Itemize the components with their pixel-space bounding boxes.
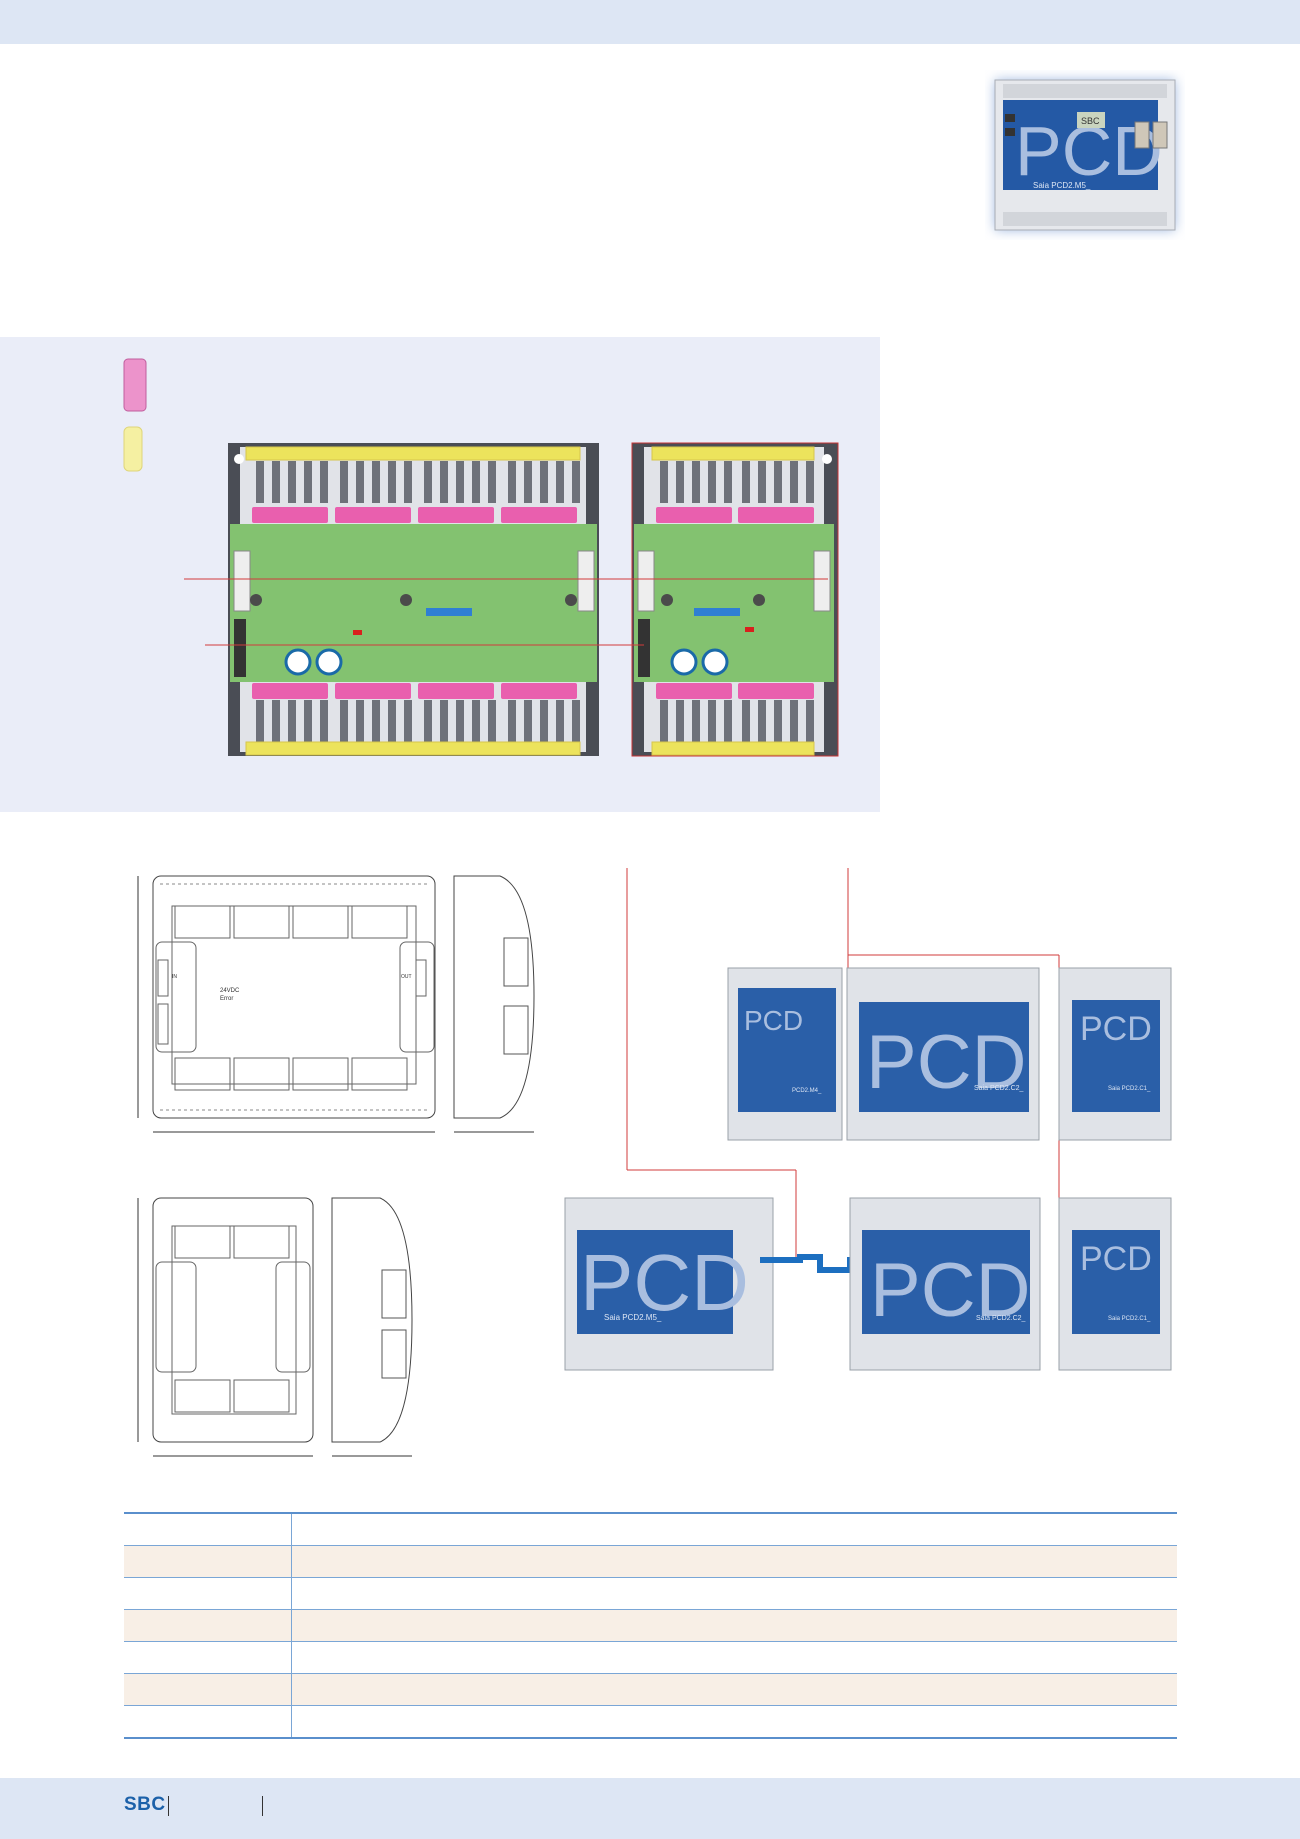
legend-io-module-swatch: [123, 358, 147, 412]
legend-terminal-swatch: [123, 426, 143, 472]
module-bottom-1: PCD Saia PCD2.C2_: [849, 1197, 1041, 1371]
module-bottom-0: PCD Saia PCD2.M5_: [564, 1197, 774, 1371]
table-row: [124, 1610, 1177, 1642]
module-bottom-0-label: Saia PCD2.M5_: [604, 1313, 662, 1322]
io-slot-2: [418, 507, 494, 523]
footer-separator: [262, 1796, 263, 1816]
module-bottom-0-brand: PCD: [580, 1238, 749, 1327]
board-right: [631, 442, 839, 757]
board-diagram-panel: [0, 337, 880, 812]
io-slot-3: [501, 507, 577, 523]
front-view-large: 24VDC Error IN OUT: [137, 875, 436, 1133]
module-bottom-1-brand: PCD: [870, 1248, 1030, 1333]
module-bottom-2-brand: PCD: [1080, 1240, 1152, 1278]
module-bottom-2-label: Saia PCD2.C1_: [1108, 1316, 1151, 1322]
module-top-2-brand: PCD: [1080, 1010, 1152, 1048]
module-top-1-label: Saia PCD2.C2_: [974, 1085, 1024, 1092]
bus-cable: [760, 1254, 862, 1273]
dimension-drawings: 24VDC Error IN OUT: [120, 860, 560, 1470]
label-in: IN: [172, 974, 177, 980]
front-view-small: [137, 1197, 314, 1457]
system-configuration: PCD PCD2.M4_ PCD Saia PCD2.C2_ PCD Saia …: [560, 860, 1190, 1380]
io-slot-0: [252, 507, 328, 523]
label-out: OUT: [401, 974, 412, 980]
module-top-1: PCD Saia PCD2.C2_: [846, 967, 1040, 1141]
module-top-0: PCD PCD2.M4_: [727, 967, 843, 1141]
table-row: [124, 1514, 1177, 1546]
table-row: [124, 1642, 1177, 1674]
footer-separator: [168, 1796, 169, 1816]
model-text: Saia PCD2.M5_: [1033, 181, 1091, 190]
module-top-2: PCD Saia PCD2.C1_: [1058, 967, 1172, 1141]
module-top-0-label: PCD2.M4_: [792, 1088, 822, 1094]
table-row: [124, 1546, 1177, 1578]
product-photo: PCD SBC Saia PCD2.M5_: [985, 70, 1185, 240]
module-bottom-2: PCD Saia PCD2.C1_: [1058, 1197, 1172, 1371]
io-slot-1: [335, 507, 411, 523]
label-24vdc: 24VDC: [220, 988, 240, 994]
sbc-logo: SBC: [124, 1794, 166, 1815]
table-row: [124, 1674, 1177, 1706]
table-row: [124, 1578, 1177, 1610]
board-diagram: [123, 358, 839, 757]
module-bottom-1-label: Saia PCD2.C2_: [976, 1315, 1026, 1322]
table-row: [124, 1706, 1177, 1737]
board-left: [228, 443, 599, 756]
module-top-1-brand: PCD: [866, 1020, 1026, 1105]
display-text: SBC: [1081, 116, 1100, 126]
module-top-0-brand: PCD: [744, 1005, 803, 1036]
side-view-small: [331, 1197, 413, 1457]
header-band: [0, 0, 1300, 44]
spec-table: [124, 1512, 1177, 1739]
footer: [0, 1778, 1300, 1839]
label-error: Error: [220, 996, 233, 1002]
module-top-2-label: Saia PCD2.C1_: [1108, 1086, 1151, 1092]
side-view-large: [453, 875, 535, 1133]
